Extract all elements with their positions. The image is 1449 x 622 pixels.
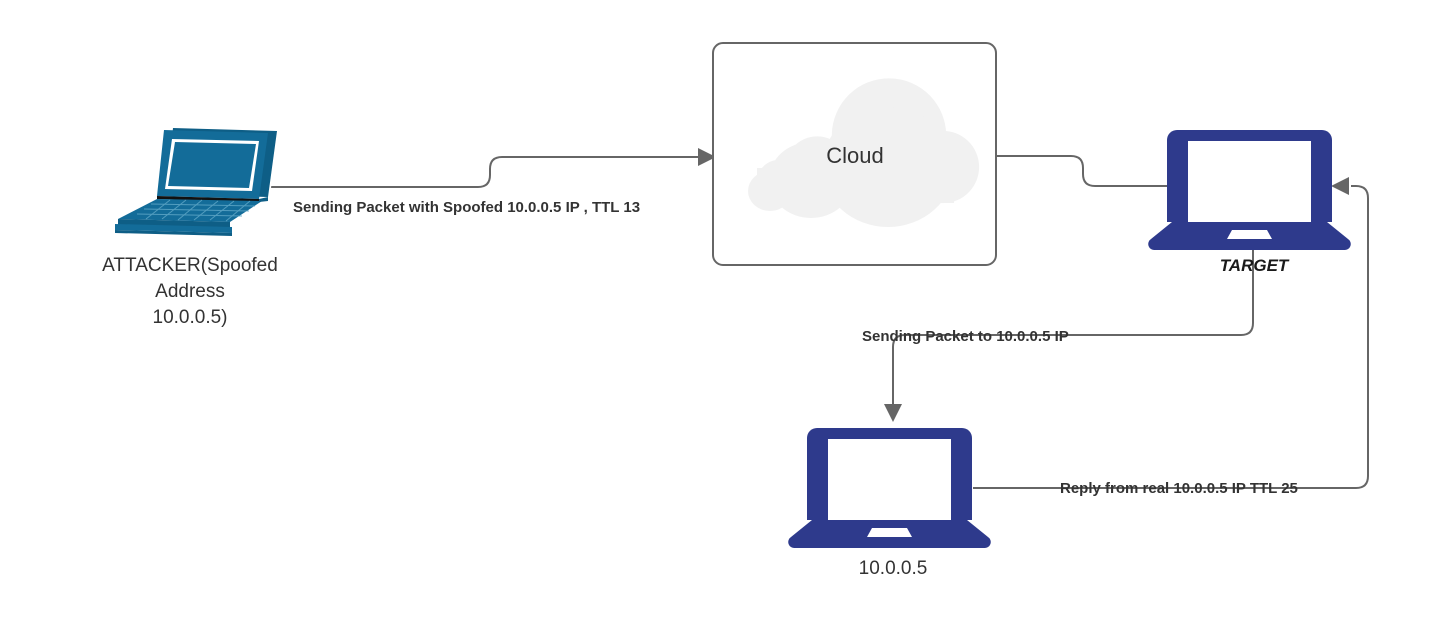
arrowhead-into-target bbox=[1331, 177, 1349, 195]
node-cloud[interactable]: Cloud bbox=[712, 42, 997, 266]
arrowhead-into-victim bbox=[884, 404, 902, 422]
node-attacker-label-line-1: ATTACKER(Spoofed bbox=[102, 255, 278, 276]
cloud-label: Cloud bbox=[826, 143, 883, 168]
edge-target-to-victim-line bbox=[892, 240, 1254, 404]
laptop-isometric-icon bbox=[115, 128, 277, 236]
edge-label-target-to-victim: Sending Packet to 10.0.0.5 IP bbox=[862, 328, 1069, 345]
laptop-icon bbox=[788, 428, 991, 549]
arrowhead-into-cloud bbox=[698, 148, 716, 166]
edge-label-attacker-to-cloud: Sending Packet with Spoofed 10.0.0.5 IP … bbox=[293, 199, 640, 216]
edge-victim-to-target-line bbox=[973, 185, 1369, 489]
cloud-icon bbox=[748, 78, 980, 227]
node-victim[interactable]: 10.0.0.5 bbox=[788, 428, 991, 579]
edge-cloud-to-target-line bbox=[996, 155, 1172, 187]
node-attacker[interactable]: ATTACKER(Spoofed Address 10.0.0.5) bbox=[102, 128, 278, 328]
edge-target-to-victim[interactable] bbox=[884, 240, 1254, 422]
node-attacker-label-line-2: Address bbox=[155, 281, 225, 302]
edge-attacker-to-cloud[interactable] bbox=[262, 148, 716, 188]
node-target-label: TARGET bbox=[1220, 256, 1290, 275]
node-target[interactable]: TARGET bbox=[1148, 130, 1351, 275]
edge-cloud-to-target[interactable] bbox=[996, 155, 1172, 187]
edge-label-victim-to-target: Reply from real 10.0.0.5 IP TTL 25 bbox=[1060, 480, 1298, 497]
node-attacker-label-line-3: 10.0.0.5) bbox=[153, 307, 228, 328]
edge-victim-to-target[interactable] bbox=[973, 177, 1369, 489]
node-victim-label: 10.0.0.5 bbox=[859, 558, 928, 579]
laptop-icon bbox=[1148, 130, 1351, 251]
edge-attacker-to-cloud-line bbox=[262, 156, 700, 188]
